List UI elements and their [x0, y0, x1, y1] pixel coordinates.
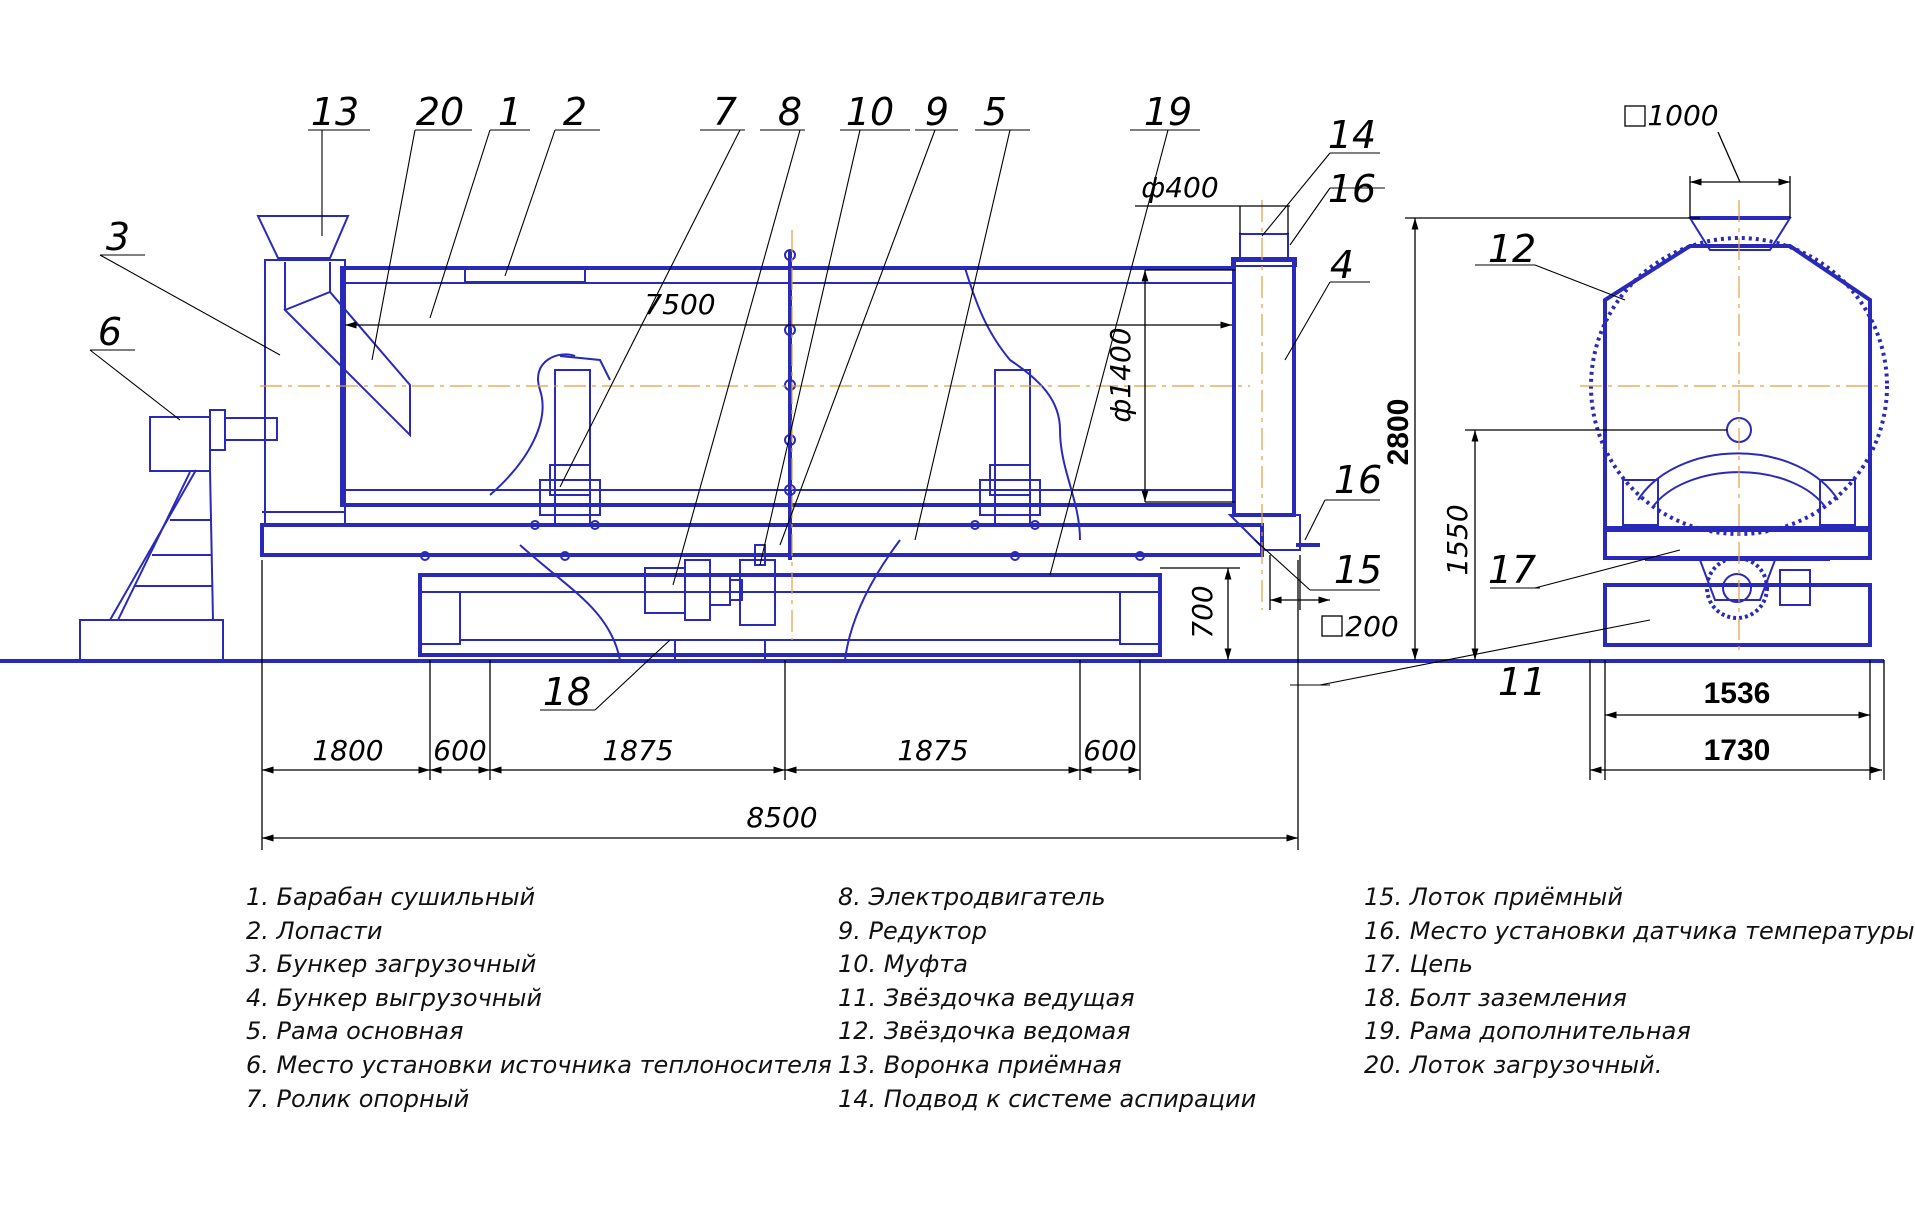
legend-item: 1. Барабан сушильный: [246, 883, 536, 911]
aspiration-pipe: [1239, 233, 1289, 261]
callout-1: 1: [498, 90, 522, 134]
callout-17: 17: [1488, 548, 1536, 592]
end-frame: [1603, 528, 1872, 560]
callout-10: 10: [846, 90, 894, 134]
dimension-lines: [261, 176, 1885, 850]
callout-13: 13: [311, 90, 359, 134]
dim-1800: 1800: [312, 734, 383, 767]
unloading-bunker: [1232, 258, 1296, 517]
receiving-tray: [1227, 514, 1301, 551]
dim-1000: 1000: [1647, 99, 1718, 132]
callout-19: 19: [1144, 90, 1192, 134]
electric-motor: [644, 559, 731, 621]
legend-item: 12. Звёздочка ведомая: [838, 1017, 1131, 1046]
callout-12: 12: [1488, 227, 1536, 271]
legend-item: 8. Электродвигатель: [838, 883, 1106, 911]
callout-4: 4: [1330, 243, 1354, 287]
legend-column-2: 8. Электродвигатель 9. Редуктор 10. Муфт…: [838, 881, 1256, 1116]
callout-11: 11: [1498, 660, 1546, 704]
callout-9: 9: [925, 90, 949, 134]
dim-drum-diameter: ф1400: [1104, 327, 1137, 422]
legend-column-3: 15. Лоток приёмный 16. Место установки д…: [1364, 881, 1915, 1083]
support-roller-right: [979, 369, 1041, 526]
legend-item: 15. Лоток приёмный: [1364, 883, 1623, 911]
support-roller-left: [539, 369, 601, 526]
square-symbol-200: [1321, 615, 1343, 637]
legend-item: 3. Бункер загрузочный: [246, 950, 537, 979]
dim-700: 700: [1186, 585, 1219, 638]
dim-outlet-diameter: ф400: [1141, 171, 1218, 204]
legend-item: 16. Место установки датчика температуры: [1364, 916, 1915, 945]
frame-bolts: [420, 520, 1145, 561]
legend-item: 13. Воронка приёмная: [838, 1050, 1122, 1079]
dim-200: 200: [1345, 610, 1398, 643]
legend-item: 10. Муфта: [838, 950, 968, 979]
loading-bunker: [264, 259, 346, 526]
callout-15: 15: [1334, 548, 1382, 592]
additional-frame: [418, 573, 1162, 657]
end-view: [1580, 200, 1889, 650]
callout-5: 5: [983, 90, 1007, 134]
callout-2: 2: [563, 90, 587, 134]
callout-14: 14: [1328, 113, 1376, 157]
dim-7500: 7500: [644, 288, 715, 321]
receiving-funnel: [256, 215, 350, 259]
side-view: [79, 200, 1320, 662]
drive-sprocket: [1705, 556, 1769, 620]
legend-item: 2. Лопасти: [246, 916, 383, 945]
dimension-labels: 7500 ф1400 ф400 1800 600 1875 1875 600 8…: [312, 99, 1770, 834]
square-symbol-1000: [1624, 105, 1646, 127]
legend-item: 4. Бункер выгрузочный: [246, 983, 543, 1012]
dim-1550: 1550: [1441, 504, 1474, 575]
loading-chute: [283, 290, 411, 438]
blades: [464, 267, 586, 283]
callout-7: 7: [713, 90, 737, 134]
legend-item: 9. Редуктор: [838, 916, 987, 945]
dim-8500: 8500: [746, 801, 817, 834]
legend-item: 14. Подвод к системе аспирации: [838, 1084, 1257, 1113]
dim-600-left: 600: [433, 734, 486, 767]
callout-labels: 13 20 1 2 3 6 7 8 10 9 5 19 14 16 4 16 1…: [98, 90, 1546, 714]
dim-1536: 1536: [1704, 677, 1771, 710]
dim-600-right: 600: [1083, 734, 1136, 767]
dim-2800: 2800: [1382, 399, 1415, 466]
legend-item: 19. Рама дополнительная: [1364, 1017, 1691, 1046]
main-frame: [260, 523, 1264, 557]
callout-16-top: 16: [1328, 167, 1376, 211]
callout-3: 3: [106, 215, 130, 259]
drum-body-end: [1603, 244, 1872, 530]
dim-1730: 1730: [1704, 734, 1771, 767]
heat-source-stand: [79, 409, 278, 662]
dim-1875-right: 1875: [897, 734, 968, 767]
legend-item: 18. Болт заземления: [1364, 983, 1627, 1012]
legend-column-1: 1. Барабан сушильный 2. Лопасти 3. Бунке…: [246, 881, 832, 1116]
callout-8: 8: [778, 90, 802, 134]
callout-16-bottom: 16: [1334, 458, 1382, 502]
leader-lines: [89, 129, 1681, 711]
coupling: [729, 579, 743, 601]
legend-item: 7. Ролик опорный: [246, 1084, 470, 1113]
legend-item: 20. Лоток загрузочный.: [1364, 1050, 1663, 1079]
legend-item: 6. Место установки источника теплоносите…: [246, 1050, 832, 1079]
legend-item: 11. Звёздочка ведущая: [838, 983, 1135, 1012]
dim-1875-left: 1875: [602, 734, 673, 767]
legend-item: 17. Цепь: [1364, 950, 1474, 979]
callout-20: 20: [416, 90, 464, 134]
callout-18: 18: [543, 670, 591, 714]
legend-item: 5. Рама основная: [246, 1017, 464, 1046]
callout-6: 6: [98, 310, 122, 354]
